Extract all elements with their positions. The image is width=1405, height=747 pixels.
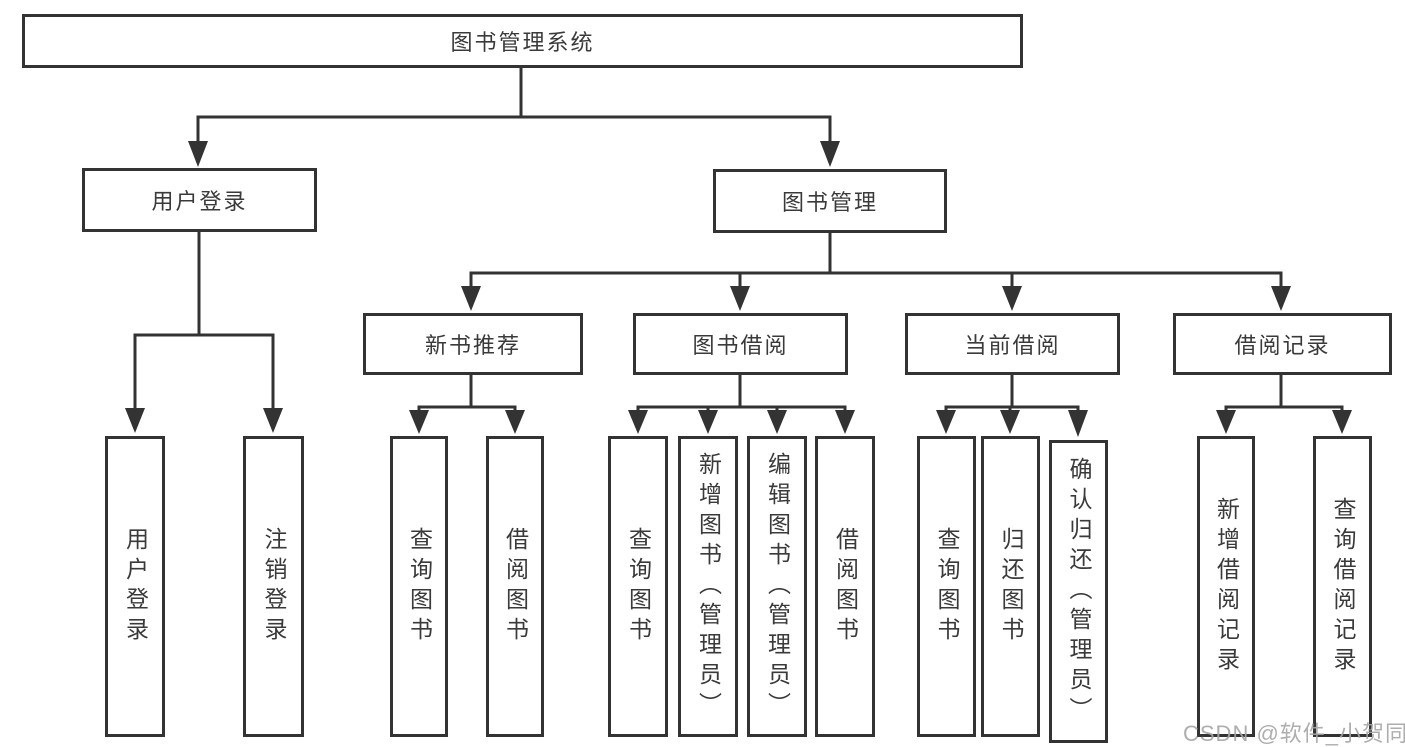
leaf-query-book-3: 查询图书: [917, 436, 976, 737]
leaf-user-login: 用户登录: [105, 436, 165, 737]
leaf-add-book-admin: 新增图书（管理员）: [678, 436, 738, 737]
leaf-return-book: 归还图书: [981, 436, 1040, 737]
node-borrow-records: 借阅记录: [1173, 313, 1392, 375]
leaf-edit-book-admin: 编辑图书（管理员）: [747, 436, 807, 737]
leaf-borrow-book-2: 借阅图书: [815, 436, 875, 737]
node-library-management-system: 图书管理系统: [22, 14, 1023, 68]
leaf-query-borrow-record: 查询借阅记录: [1313, 436, 1372, 737]
node-new-book-recommend: 新书推荐: [363, 313, 583, 375]
leaf-add-borrow-record: 新增借阅记录: [1197, 436, 1255, 737]
leaf-query-book-2: 查询图书: [608, 436, 668, 737]
node-book-borrow: 图书借阅: [633, 313, 848, 375]
leaf-logout: 注销登录: [243, 436, 304, 737]
node-book-management: 图书管理: [713, 169, 947, 233]
leaf-query-book-1: 查询图书: [390, 436, 448, 737]
leaf-confirm-return-admin: 确认归还（管理员）: [1049, 440, 1108, 743]
node-user-login: 用户登录: [82, 168, 317, 232]
csdn-watermark: CSDN @软件_小贺同学: [1183, 721, 1405, 746]
node-current-borrow: 当前借阅: [905, 313, 1120, 375]
leaf-borrow-book-1: 借阅图书: [486, 436, 544, 737]
